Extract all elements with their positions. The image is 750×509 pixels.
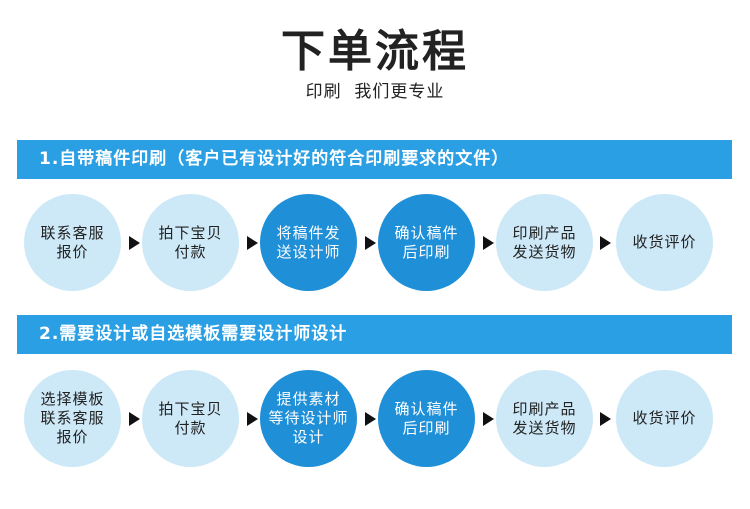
arrow-right-icon <box>483 412 494 426</box>
step-receive-review: 收货评价 <box>616 370 713 467</box>
page-subtitle: 印刷 我们更专业 <box>305 82 445 102</box>
arrow-right-icon <box>483 236 494 250</box>
step-ship-goods: 印刷产品 发送货物 <box>496 370 593 467</box>
arrow-right-icon <box>247 236 258 250</box>
section-2-steps: 选择模板 联系客服 报价 拍下宝贝 付款 提供素材 等待设计师 设计 确认稿件 … <box>0 370 750 470</box>
arrow-right-icon <box>247 412 258 426</box>
step-send-files: 将稿件发 送设计师 <box>260 194 357 291</box>
arrow-right-icon <box>129 236 140 250</box>
arrow-right-icon <box>600 236 611 250</box>
step-ship-goods: 印刷产品 发送货物 <box>496 194 593 291</box>
step-provide-materials: 提供素材 等待设计师 设计 <box>260 370 357 467</box>
step-confirm-print: 确认稿件 后印刷 <box>378 370 475 467</box>
step-confirm-print: 确认稿件 后印刷 <box>378 194 475 291</box>
arrow-right-icon <box>600 412 611 426</box>
arrow-right-icon <box>365 236 376 250</box>
section-1-banner: 1.自带稿件印刷（客户已有设计好的符合印刷要求的文件） <box>17 140 732 179</box>
step-select-template: 选择模板 联系客服 报价 <box>24 370 121 467</box>
step-contact-service: 联系客服 报价 <box>24 194 121 291</box>
step-receive-review: 收货评价 <box>616 194 713 291</box>
section-1-steps: 联系客服 报价 拍下宝贝 付款 将稿件发 送设计师 确认稿件 后印刷 印刷产品 … <box>0 194 750 294</box>
section-2-banner: 2.需要设计或自选模板需要设计师设计 <box>17 315 732 354</box>
page-title: 下单流程 <box>281 26 469 77</box>
arrow-right-icon <box>365 412 376 426</box>
arrow-right-icon <box>129 412 140 426</box>
step-place-order: 拍下宝贝 付款 <box>142 370 239 467</box>
step-place-order: 拍下宝贝 付款 <box>142 194 239 291</box>
